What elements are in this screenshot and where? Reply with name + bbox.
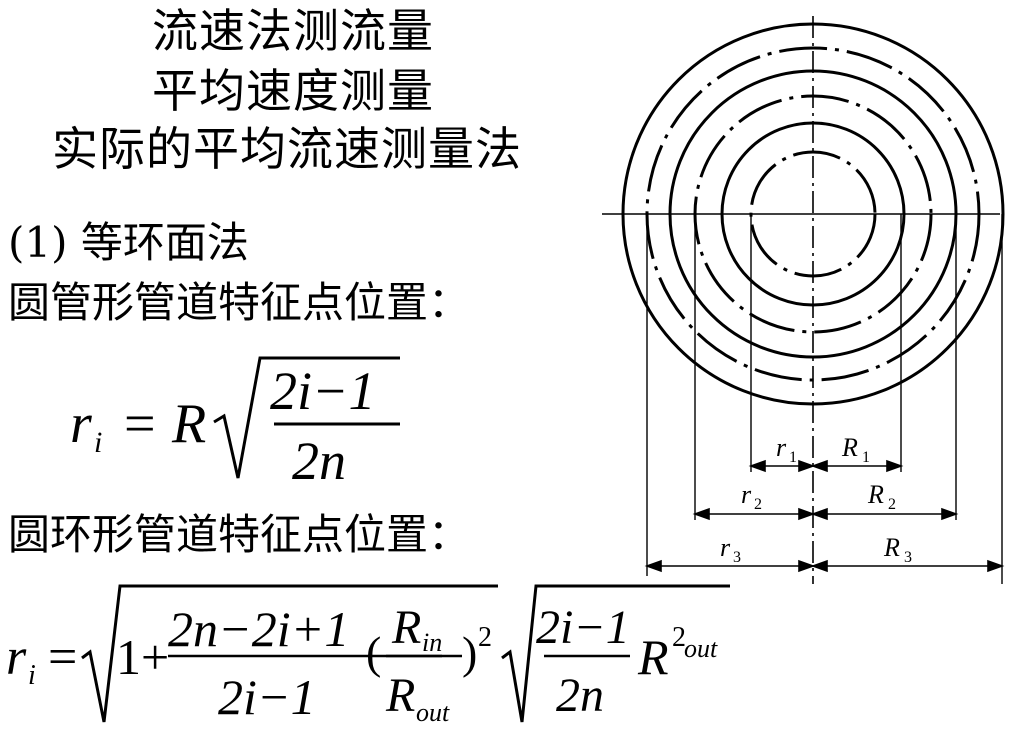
round-pipe-label: 圆管形管道特征点位置：: [8, 278, 471, 327]
formula2-sqrt-inner: [501, 584, 730, 723]
formula1-factor: R: [172, 393, 207, 455]
label-R1: R: [841, 433, 858, 462]
formula1-equals: =: [124, 393, 156, 455]
formula2-one-plus: 1+: [116, 629, 170, 685]
formula1-numerator: 2i−1: [270, 361, 376, 421]
label-R2-sub: 2: [888, 496, 896, 513]
label-r2: r: [741, 480, 752, 509]
formula-annular-pipe: r i = 1+ 2n−2i+1 2i−1 ( R in R out ) 2 2…: [0, 560, 740, 737]
formula2-lhs: r: [6, 629, 27, 686]
annular-pipe-label: 圆环形管道特征点位置：: [8, 510, 471, 559]
title-line-1: 流速法测流量: [152, 4, 434, 58]
formula1-lhs: r: [70, 393, 92, 455]
formula2-ratio-bar: [386, 654, 462, 658]
label-r3: r: [720, 533, 731, 562]
formula2-r-out-sub: out: [416, 698, 450, 727]
formula1-sqrt: [213, 356, 400, 479]
label-r2-sub: 2: [754, 496, 762, 513]
label-R3: R: [883, 533, 900, 562]
formula2-r-out: R: [386, 669, 416, 722]
formula2-r-tail-exponent: 2: [672, 622, 686, 653]
formula2-open-paren: (: [366, 627, 382, 678]
formula2-r-in: R: [392, 601, 422, 654]
formula1-lhs-sub: i: [94, 426, 103, 459]
title-line-3: 实际的平均流速测量法: [52, 122, 522, 176]
equal-area-ring-diagram: r 1 R 1 r 2 R 2 r 3 R 3: [602, 16, 1005, 584]
title-line-2: 平均速度测量: [152, 64, 434, 118]
dimension-lines: [644, 459, 1005, 573]
extension-lines: [646, 214, 1003, 584]
formula2-exponent: 2: [478, 622, 492, 653]
formula-round-pipe: r i = R 2i−1 2n: [0, 0, 420, 500]
method-heading: (1) 等环面法: [8, 218, 249, 267]
label-r1-sub: 1: [789, 449, 797, 466]
label-R1-sub: 1: [862, 449, 870, 466]
label-r3-sub: 3: [733, 549, 741, 566]
formula1-denominator: 2n: [292, 431, 346, 491]
formula2-frac-denominator: 2i−1: [218, 669, 316, 725]
formula2-lhs-sub: i: [28, 660, 36, 691]
formula2-close-paren: ): [462, 627, 478, 678]
formula2-frac-numerator: 2n−2i+1: [168, 601, 350, 657]
formula2-r-tail: R: [638, 629, 669, 685]
label-R3-sub: 3: [904, 549, 912, 566]
formula2-frac2-numerator: 2i−1: [536, 601, 630, 654]
formula2-frac2-denominator: 2n: [556, 669, 604, 722]
label-R2: R: [867, 480, 884, 509]
formula2-r-in-sub: in: [422, 628, 443, 657]
formula2-equals: =: [48, 629, 78, 686]
label-r1: r: [776, 433, 787, 462]
formula2-r-tail-sub: out: [684, 634, 718, 663]
